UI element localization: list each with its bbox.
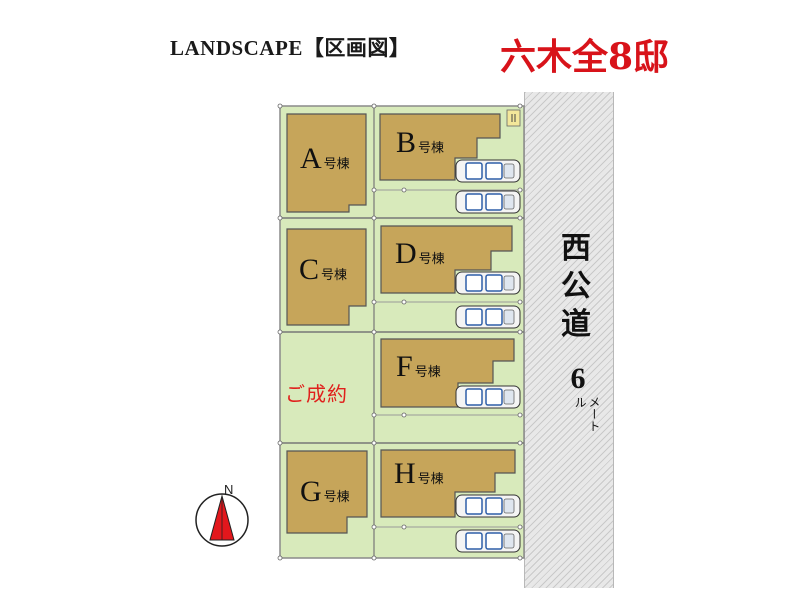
building-h: [380, 449, 516, 518]
car-icon: [455, 159, 521, 183]
building-a: [286, 113, 367, 213]
road-width-unit: メートル: [573, 396, 601, 432]
car-icon: [455, 529, 521, 553]
car-icon: [455, 305, 521, 329]
building-b: [379, 113, 501, 181]
road-width: 6: [570, 362, 586, 395]
car-icon: [455, 271, 521, 295]
car-icon: [455, 190, 521, 214]
building-f: [380, 338, 515, 408]
building-c: [286, 228, 367, 326]
boundary-markers: [277, 103, 523, 561]
north-label: N: [224, 482, 233, 497]
parking-cars: [455, 159, 521, 553]
utility-box-icon: [506, 109, 521, 127]
car-icon: [455, 494, 521, 518]
headline: 六木全8邸: [500, 36, 670, 78]
north-compass-icon: [195, 493, 249, 547]
sold-label: ご成約: [285, 382, 348, 406]
building-d: [380, 225, 513, 294]
building-g: [286, 450, 368, 534]
car-icon: [455, 385, 521, 409]
page-title: LANDSCAPE【区画図】: [170, 36, 411, 60]
road-name: 西公道: [561, 231, 591, 342]
